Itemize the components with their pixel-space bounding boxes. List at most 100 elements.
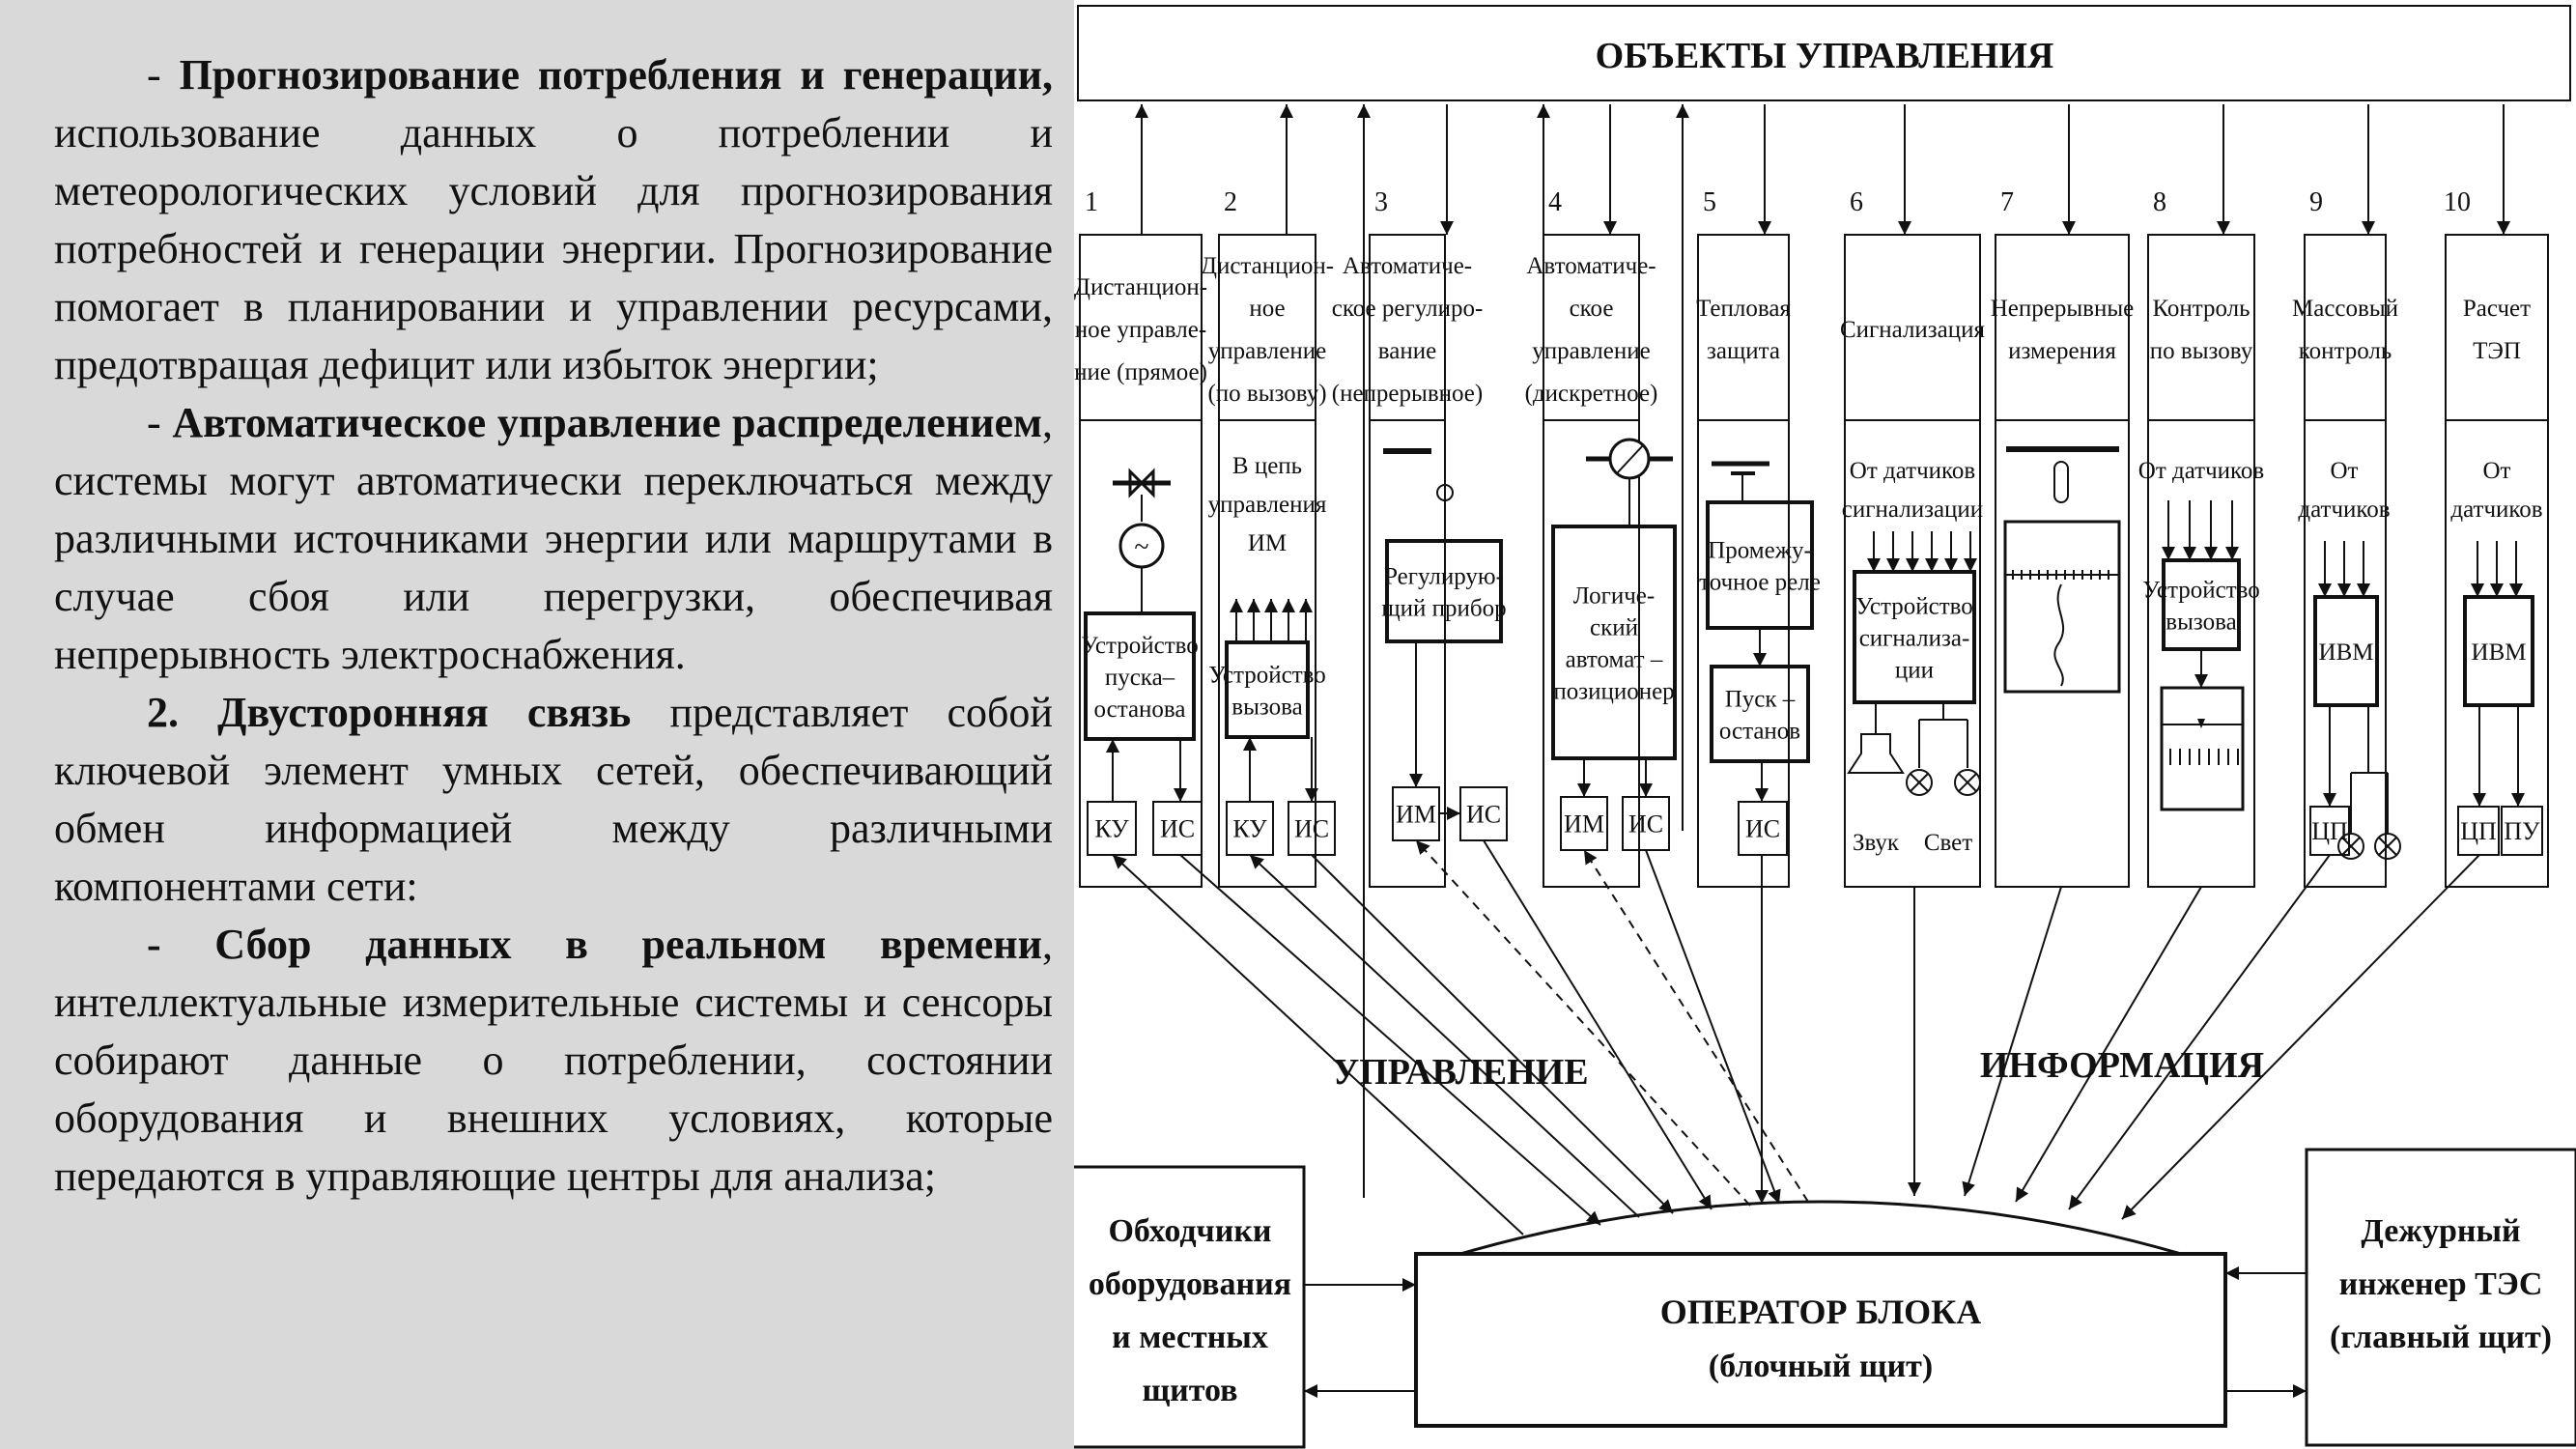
col9-lamp-cross-b-2 xyxy=(2378,837,2397,856)
col2-note: управления xyxy=(1208,492,1327,518)
col6-note: От датчиков xyxy=(1850,458,1975,484)
recorder-box xyxy=(2003,520,2121,694)
call-device-2-text: Устройство xyxy=(2142,578,2260,604)
col10-note: От xyxy=(2483,458,2511,484)
column-number-5: 5 xyxy=(1703,187,1716,217)
column-body-box-9 xyxy=(2304,419,2387,888)
start-stop-device-text: останова xyxy=(1094,696,1186,723)
call-device-2 xyxy=(2162,558,2241,651)
signal-device xyxy=(1853,570,1976,704)
is-box-5-label: ИС xyxy=(1745,815,1780,843)
column-header-text-2: ное xyxy=(1249,296,1285,322)
fan-arrow-3 xyxy=(1249,854,1640,1218)
im-box-4-label: ИМ xyxy=(1564,810,1604,838)
engineer-box-text: инженер ТЭС xyxy=(2339,1266,2543,1302)
column-body-box-10 xyxy=(2445,419,2549,888)
patrol-box-text: щитов xyxy=(1142,1373,1237,1408)
column-body-box-6 xyxy=(1844,419,1981,888)
intermediate-relay-text: точное реле xyxy=(1699,570,1821,596)
col2-note: В цепь xyxy=(1232,453,1302,479)
diagram-frame xyxy=(1074,5,2576,1449)
column-header-box-10 xyxy=(2445,234,2549,421)
computer-device-1 xyxy=(2313,595,2379,707)
column-number-3: 3 xyxy=(1374,187,1388,217)
paragraph-realtime-data: - Сбор данных в реальном времени, интелл… xyxy=(54,921,1053,1200)
column-header-text-2: (по вызову) xyxy=(1207,381,1326,407)
col6-sound-label: Звук xyxy=(1853,830,1900,856)
control-label: УПРАВЛЕНИЕ xyxy=(1332,1052,1588,1093)
intermediate-relay-text: Промежу- xyxy=(1708,538,1812,564)
is-box-3-label: ИС xyxy=(1466,801,1501,829)
column-header-text-2: Дистанцион- xyxy=(1201,253,1334,279)
column-header-text-3: Автоматиче- xyxy=(1343,253,1472,279)
operator-box xyxy=(1414,1252,2227,1428)
column-number-2: 2 xyxy=(1224,187,1237,217)
column-header-text-5: защита xyxy=(1707,338,1780,364)
column-header-text-3: ское регулиро- xyxy=(1332,296,1484,322)
col6-note: сигнализации xyxy=(1842,497,1983,523)
logic-automaton-text: Логиче- xyxy=(1573,583,1655,610)
light-lamp-icon-1 xyxy=(1906,769,1933,796)
thermometer-icon xyxy=(2053,461,2069,503)
column-body-box-5 xyxy=(1697,419,1790,888)
call-device-2-text: вызова xyxy=(2166,610,2236,636)
term-auto-distribution: Автоматическое управление распределением xyxy=(172,399,1042,446)
is-box-1 xyxy=(1152,801,1203,856)
start-stop-unit xyxy=(1710,665,1810,763)
logic-automaton-text: ский xyxy=(1590,615,1638,641)
objects-title-box xyxy=(1077,5,2571,101)
column-header-text-5: Тепловая xyxy=(1696,296,1791,322)
column-header-box-8 xyxy=(2147,234,2255,421)
lamp-cross-b-1 xyxy=(1910,773,1929,792)
column-header-text-10: Расчет xyxy=(2463,296,2531,322)
engineer-box-text: (главный щит) xyxy=(2330,1320,2552,1355)
column-body-box-7 xyxy=(1995,419,2130,888)
column-header-box-9 xyxy=(2304,234,2387,421)
light-lamp-icon-2 xyxy=(1954,769,1981,796)
signal-device-text: ции xyxy=(1895,658,1934,684)
column-header-text-3: (непрерывное) xyxy=(1332,381,1483,407)
operator-subtitle: (блочный щит) xyxy=(1709,1349,1933,1384)
signal-device-text: Устройство xyxy=(1855,594,1973,620)
fan-arrow-11 xyxy=(1962,886,2062,1197)
objects-title: ОБЪЕКТЫ УПРАВЛЕНИЯ xyxy=(1596,36,2054,76)
col10-note: датчиков xyxy=(2450,497,2542,523)
col2-note: ИМ xyxy=(1248,530,1287,556)
column-header-text-6: Сигнализация xyxy=(1840,317,1986,343)
column-body-box-2 xyxy=(1218,419,1316,888)
column-number-9: 9 xyxy=(2309,187,2323,217)
start-stop-unit-text: Пуск – xyxy=(1725,687,1796,713)
patrol-box xyxy=(1074,1165,1306,1449)
lamp-cross-b-2 xyxy=(1958,773,1977,792)
column-header-text-4: ское xyxy=(1570,296,1614,322)
indicator-pointer xyxy=(2197,719,2205,728)
ku-box-1-label: КУ xyxy=(1094,815,1129,843)
fan-arrow-5 xyxy=(1415,839,1751,1207)
body-text: - Прогнозирование потребления и генераци… xyxy=(54,46,1053,1206)
paragraph-two-way-communication: 2. Двусторонняя связь представляет собой… xyxy=(54,689,1053,910)
col6-light-label: Свет xyxy=(1924,830,1972,856)
patrol-box-text: Обходчики xyxy=(1108,1213,1271,1249)
column-header-text-8: Контроль xyxy=(2152,296,2250,322)
term-two-way-communication: 2. Двусторонняя связь xyxy=(147,689,632,736)
cp-box-9-label: ЦП xyxy=(2311,817,2348,845)
column-header-text-8: по вызову xyxy=(2150,338,2253,364)
cp-box-10-label: ЦП xyxy=(2460,817,2497,845)
column-body-box-1 xyxy=(1079,419,1203,888)
computer-device-2 xyxy=(2463,595,2534,707)
col8-note: От датчиков xyxy=(2138,458,2264,484)
column-number-6: 6 xyxy=(1850,187,1863,217)
column-number-10: 10 xyxy=(2444,187,2471,217)
computer-device-1-text: ИВМ xyxy=(2319,639,2374,666)
logic-automaton xyxy=(1551,525,1677,760)
paragraph-forecasting: - Прогнозирование потребления и генераци… xyxy=(54,51,1053,388)
col9-lamp-cross-b-1 xyxy=(2341,837,2361,856)
regulator-device xyxy=(1385,539,1503,643)
column-header-text-7: измерения xyxy=(2008,338,2116,364)
col9-lamp-icon-1 xyxy=(2337,833,2364,860)
column-header-text-1: ное управле- xyxy=(1075,317,1206,343)
operator-arc xyxy=(1459,1200,2182,1256)
